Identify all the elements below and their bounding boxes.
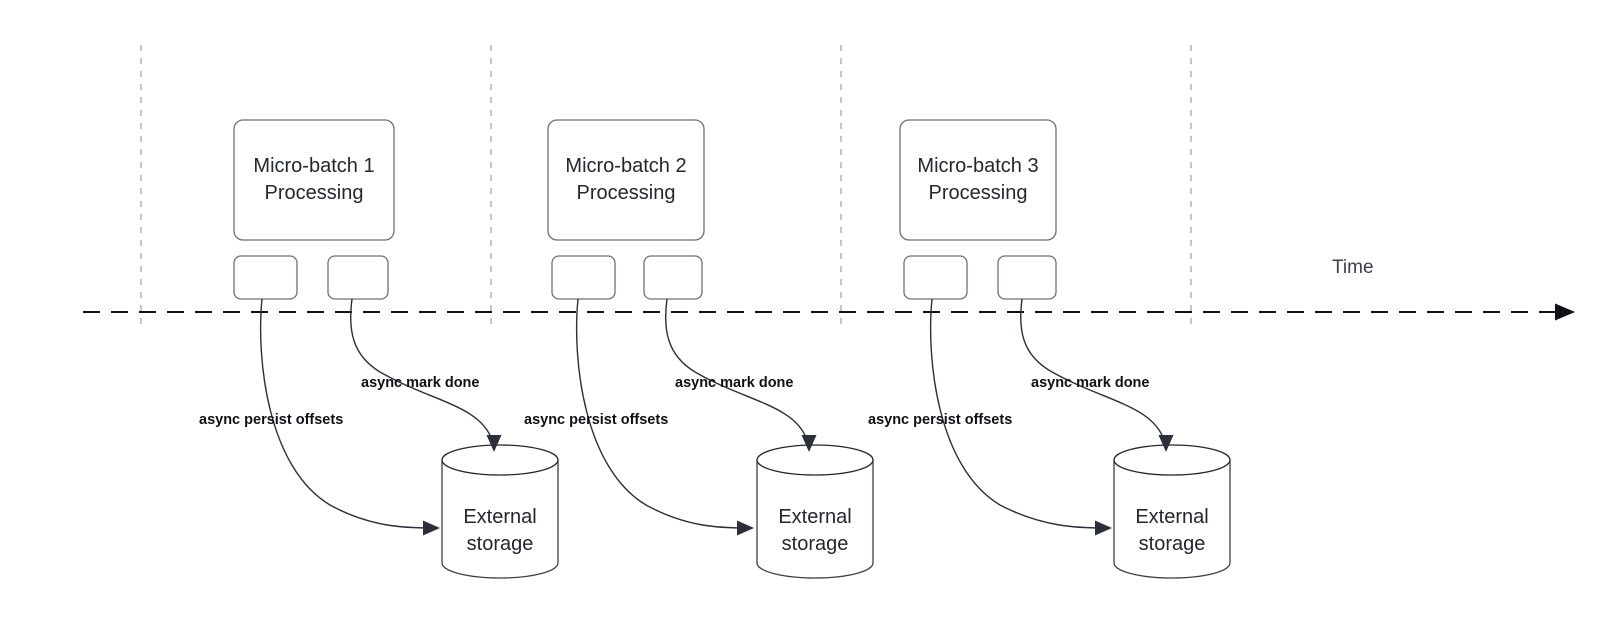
storage-label-line-1: External bbox=[778, 506, 851, 528]
async-persist-offsets-edge-label: async persist offsets bbox=[199, 412, 343, 428]
async-persist-offsets-edge-arrowhead-icon bbox=[737, 520, 754, 536]
offsets-task-box[interactable] bbox=[233, 255, 298, 300]
process-box-label-line-2: Processing bbox=[929, 182, 1028, 204]
async-persist-offsets-edge-arrowhead-icon bbox=[423, 520, 440, 536]
process-box-label-line-2: Processing bbox=[265, 182, 364, 204]
storage-cylinder-top bbox=[1113, 444, 1231, 476]
time-axis-label: Time bbox=[1332, 257, 1374, 278]
process-box[interactable] bbox=[899, 119, 1057, 241]
storage-cylinder-top bbox=[441, 444, 559, 476]
async-mark-done-edge-label: async mark done bbox=[1031, 375, 1149, 391]
async-persist-offsets-edge-label: async persist offsets bbox=[524, 412, 668, 428]
async-mark-done-edge-label: async mark done bbox=[361, 375, 479, 391]
process-box-label-line-2: Processing bbox=[577, 182, 676, 204]
process-box-label-line-1: Micro-batch 1 bbox=[253, 155, 374, 177]
offsets-task-box[interactable] bbox=[903, 255, 968, 300]
storage-cylinder-body[interactable] bbox=[756, 459, 874, 579]
async-mark-done-edge-arrowhead-icon bbox=[1158, 435, 1174, 452]
storage-label-line-2: storage bbox=[467, 533, 534, 555]
arrow-right-icon bbox=[1555, 303, 1575, 321]
storage-cylinder-top bbox=[756, 444, 874, 476]
async-mark-done-edge bbox=[664, 298, 808, 441]
async-persist-offsets-edge-arrowhead-icon bbox=[1095, 520, 1112, 536]
storage-cylinder-body[interactable] bbox=[1113, 459, 1231, 579]
storage-label-line-1: External bbox=[463, 506, 536, 528]
async-mark-done-edge-arrowhead-icon bbox=[801, 435, 817, 452]
async-mark-done-edge bbox=[1020, 298, 1165, 441]
async-persist-offsets-edge bbox=[929, 298, 1105, 529]
async-mark-done-edge bbox=[349, 298, 493, 441]
process-box[interactable] bbox=[233, 119, 395, 241]
mark-done-task-box[interactable] bbox=[643, 255, 703, 300]
async-persist-offsets-edge bbox=[575, 298, 747, 529]
mark-done-task-box[interactable] bbox=[327, 255, 389, 300]
async-mark-done-edge-arrowhead-icon bbox=[486, 435, 502, 452]
storage-label-line-1: External bbox=[1135, 506, 1208, 528]
offsets-task-box[interactable] bbox=[551, 255, 616, 300]
timeline-layer: Time bbox=[83, 257, 1575, 321]
storage-label-line-2: storage bbox=[1139, 533, 1206, 555]
process-box[interactable] bbox=[547, 119, 705, 241]
process-box-label-line-1: Micro-batch 3 bbox=[917, 155, 1038, 177]
async-persist-offsets-edge-label: async persist offsets bbox=[868, 412, 1012, 428]
mark-done-task-box[interactable] bbox=[997, 255, 1057, 300]
async-persist-offsets-edge bbox=[259, 298, 433, 529]
async-mark-done-edge-label: async mark done bbox=[675, 375, 793, 391]
process-box-label-line-1: Micro-batch 2 bbox=[565, 155, 686, 177]
storage-label-line-2: storage bbox=[782, 533, 849, 555]
storage-cylinder-body[interactable] bbox=[441, 459, 559, 579]
